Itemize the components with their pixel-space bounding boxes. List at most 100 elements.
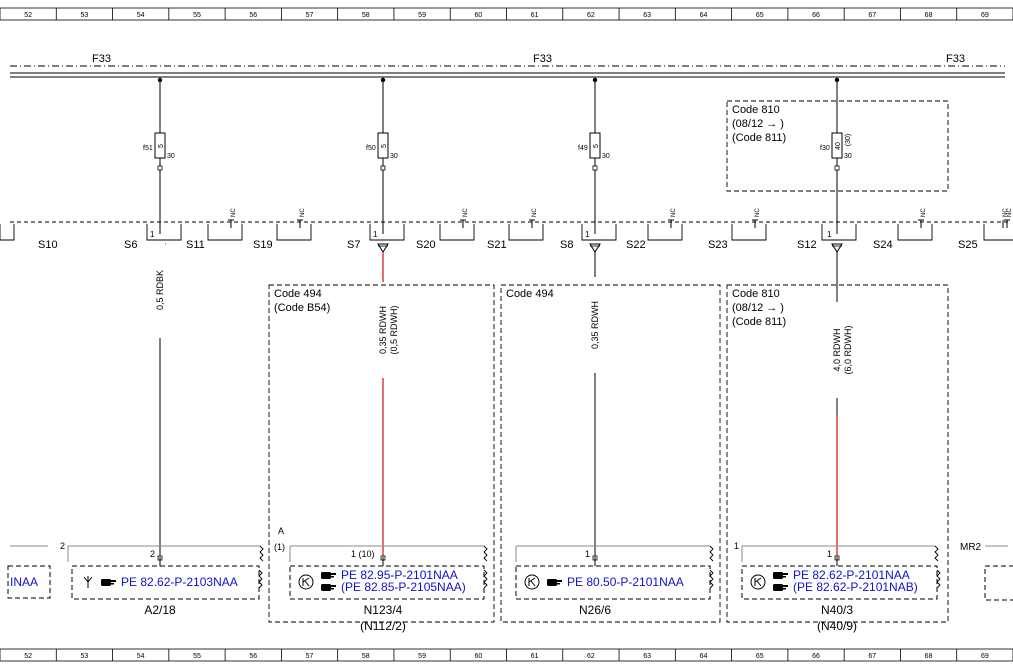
fuse-terminal: 30 [844, 153, 852, 160]
nc-label: NC [532, 208, 538, 217]
nc-marker-edge: NC [1002, 208, 1009, 228]
edge-left-ref-link[interactable]: INAA [10, 575, 38, 589]
ruler-column-label: 69 [981, 653, 989, 660]
ruler-column-label: 55 [193, 12, 201, 19]
splice-s8[interactable]: 1S8 [560, 170, 617, 253]
component-pin: 1 [585, 549, 590, 559]
splice-row: S101S6NCS11NCS191S7NCS20NCS211S8NCS22NCS… [0, 170, 1013, 253]
ruler-column-label: 52 [24, 12, 32, 19]
splice-label: S25 [958, 239, 978, 251]
pe-reference-link[interactable]: PE 82.62-P-2101NAA [793, 568, 910, 582]
ruler-column-label: 63 [643, 12, 651, 19]
component-id: N26/6 [579, 603, 611, 617]
component-alt-id: (N112/2) [360, 619, 406, 633]
ruler-column-label: 53 [81, 653, 89, 660]
wire-2[interactable]: 0,35 RDWH(0,5 RDWH) [376, 252, 400, 557]
ruler-column-label: 54 [137, 653, 145, 660]
wire-alt-label: (0,5 RDWH) [389, 305, 399, 354]
splice-s6[interactable]: 1S6 [124, 170, 182, 253]
component-pin: 1 [827, 549, 832, 559]
control-unit-icon [298, 574, 314, 590]
pe-reference-link[interactable]: (PE 82.62-P-2101NAB) [793, 580, 918, 594]
ruler-column-label: 69 [981, 12, 989, 19]
fuse-rating: 40 [835, 142, 842, 150]
control-unit-icon [524, 574, 540, 590]
splice-label: S24 [873, 239, 893, 251]
wire-set: 0,5 RDBK 0,35 RDWH(0,5 RDWH) 0,35 RDWH 4,0 … [153, 242, 854, 557]
bus-f33: F33 F33 F33 [10, 53, 1005, 78]
component-id: A2/18 [144, 603, 176, 617]
wire-3[interactable]: 0,35 RDWH [588, 252, 600, 557]
fuse-id: f30 [820, 145, 830, 152]
wire-4[interactable]: 4,0 RDWH(6,0 RDWH) [830, 252, 854, 557]
splice-s10[interactable]: S10 [0, 224, 58, 251]
pe-reference-link[interactable]: (PE 82.85-P-2105NAA) [341, 580, 466, 594]
ruler-column-label: 65 [756, 12, 764, 19]
splice-pin: 1 [827, 230, 832, 239]
pointing-hand-icon [547, 579, 562, 586]
fuse-terminal: 30 [602, 153, 610, 160]
ruler-column-label: 60 [474, 653, 482, 660]
code-box-1-line1: Code 494 [274, 288, 322, 300]
splice-s25[interactable]: NC S25 [958, 208, 1013, 251]
fuse-rating: 5 [158, 144, 165, 148]
splice-pin: 1 [373, 230, 378, 239]
nc-label: NC [300, 208, 306, 217]
pe-reference-link[interactable]: PE 82.95-P-2101NAA [341, 568, 458, 582]
pointing-hand-icon [773, 584, 788, 591]
nc-label: NC [1003, 208, 1009, 217]
ruler-column-label: 57 [306, 12, 314, 19]
pe-reference-link[interactable]: PE 80.50-P-2101NAA [567, 575, 684, 589]
code-box-810: Code 810 (08/12 → ) (Code 811) [726, 284, 949, 623]
fuse-terminal: 30 [390, 153, 398, 160]
ruler-column-label: 59 [418, 12, 426, 19]
pe-reference-link[interactable]: PE 82.62-P-2103NAA [121, 575, 238, 589]
splice-label: S6 [124, 239, 137, 251]
ruler-column-label: 56 [249, 12, 257, 19]
code-box-494-b54: Code 494 (Code B54) [268, 284, 495, 623]
nc-label: NC [463, 208, 469, 217]
splice-label: S7 [347, 239, 360, 251]
component-pin-outer: 2 [60, 541, 65, 551]
ruler-column-label: 52 [24, 653, 32, 660]
code-box-1-line2: (Code B54) [274, 302, 330, 314]
splice-s7[interactable]: 1S7 [347, 170, 405, 253]
ruler-column-label: 68 [925, 653, 933, 660]
component-n123-4[interactable]: 1 (10)PE 82.95-P-2101NAA(PE 82.85-P-2105… [289, 545, 488, 633]
ruler-column-label: 61 [531, 653, 539, 660]
ruler-column-label: 64 [700, 653, 708, 660]
ruler-column-label: 68 [925, 12, 933, 19]
fuse-alt-rating: (30) [845, 134, 852, 146]
ruler-column-label: 53 [81, 12, 89, 19]
fuse-rating: 5 [381, 144, 388, 148]
splice-label: S11 [186, 239, 205, 251]
code-box-3-line1: Code 810 [732, 288, 780, 300]
fuse-f30[interactable]: 40(30) f30 30 [820, 77, 852, 171]
wire-1[interactable]: 0,5 RDBK [153, 242, 165, 557]
ruler-column-label: 64 [700, 12, 708, 19]
ruler-column-label: 65 [756, 653, 764, 660]
ruler-column-label: 62 [587, 653, 595, 660]
control-unit-icon [750, 574, 766, 590]
component-id: N40/3 [821, 603, 853, 617]
fuse-id: f49 [578, 145, 588, 152]
component-n26-6[interactable]: 1 PE 80.50-P-2101NAA N26/6 [515, 545, 714, 617]
wire-label: 4,0 RDWH [832, 328, 842, 371]
ruler-column-label: 57 [306, 653, 314, 660]
